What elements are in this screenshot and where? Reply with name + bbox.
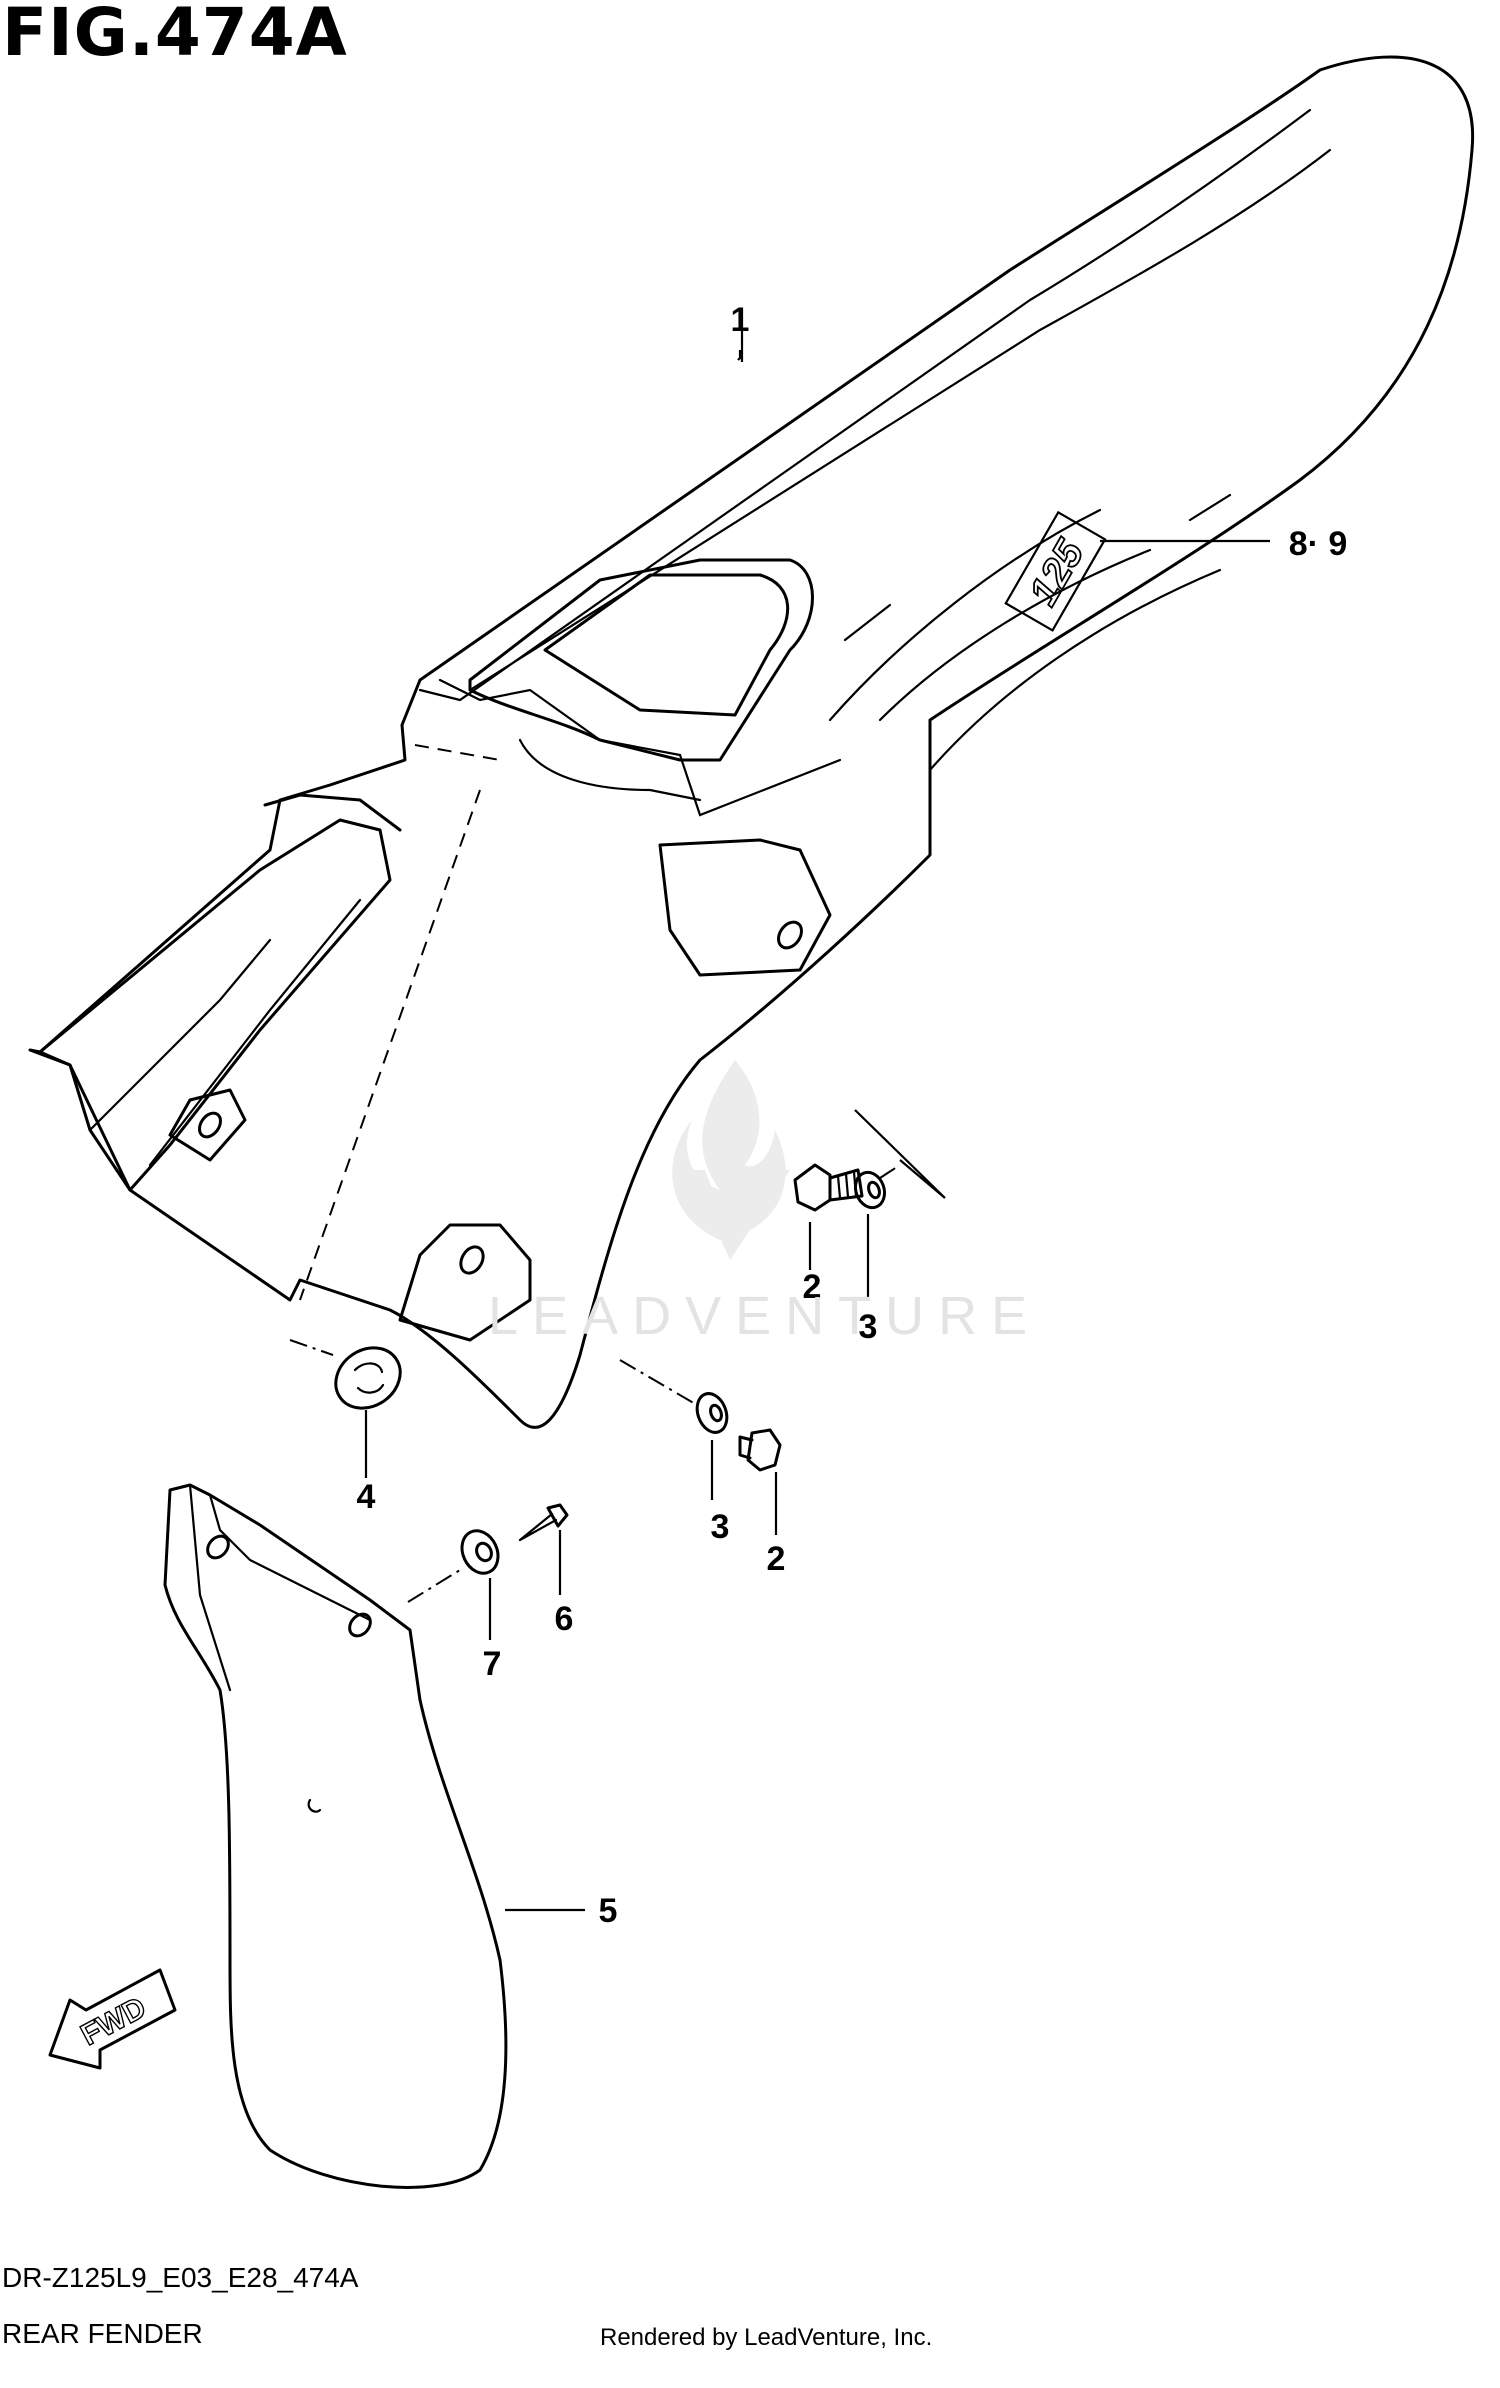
model-badge-text: 125	[1021, 532, 1093, 612]
screw-part-6	[518, 1503, 569, 1542]
callout-4: 4	[357, 1478, 376, 1516]
figure-name: REAR FENDER	[2, 2318, 203, 2349]
bolt-part-2-lower	[738, 1428, 782, 1472]
watermark-text: LEADVENTURE	[488, 1286, 1042, 1346]
figure-code: DR-Z125L9_E03_E28_474A	[2, 2262, 359, 2293]
callouts: 1 8· 9 2 3 4 3 2 6 7 5	[357, 301, 1348, 1930]
assembly-lines	[289, 1109, 946, 1603]
grommet-part-4	[334, 1346, 402, 1410]
washer-part-7	[460, 1529, 500, 1575]
callout-2-lower: 2	[767, 1540, 786, 1578]
callout-1: 1	[731, 301, 750, 339]
fig-title: FIG.474A	[2, 0, 348, 71]
callout-5: 5	[599, 1892, 618, 1930]
rendered-by: Rendered by LeadVenture, Inc.	[600, 2324, 933, 2351]
fwd-arrow-icon: FWD	[48, 1968, 177, 2070]
callout-3-upper: 3	[859, 1308, 878, 1346]
callout-8-9: 8· 9	[1289, 525, 1348, 563]
callout-3-lower: 3	[711, 1508, 730, 1546]
watermark-logo	[672, 1060, 790, 1260]
leader-lines	[364, 330, 1270, 1912]
washer-part-3-upper	[853, 1170, 887, 1210]
callout-6: 6	[555, 1600, 574, 1638]
bolt-part-2-upper	[793, 1163, 864, 1212]
mudguard-part-5	[163, 1483, 508, 2189]
callout-2-upper: 2	[803, 1268, 822, 1306]
model-badge: 125	[1004, 510, 1107, 632]
callout-7: 7	[483, 1645, 502, 1683]
nut-part-3-lower	[695, 1392, 729, 1434]
